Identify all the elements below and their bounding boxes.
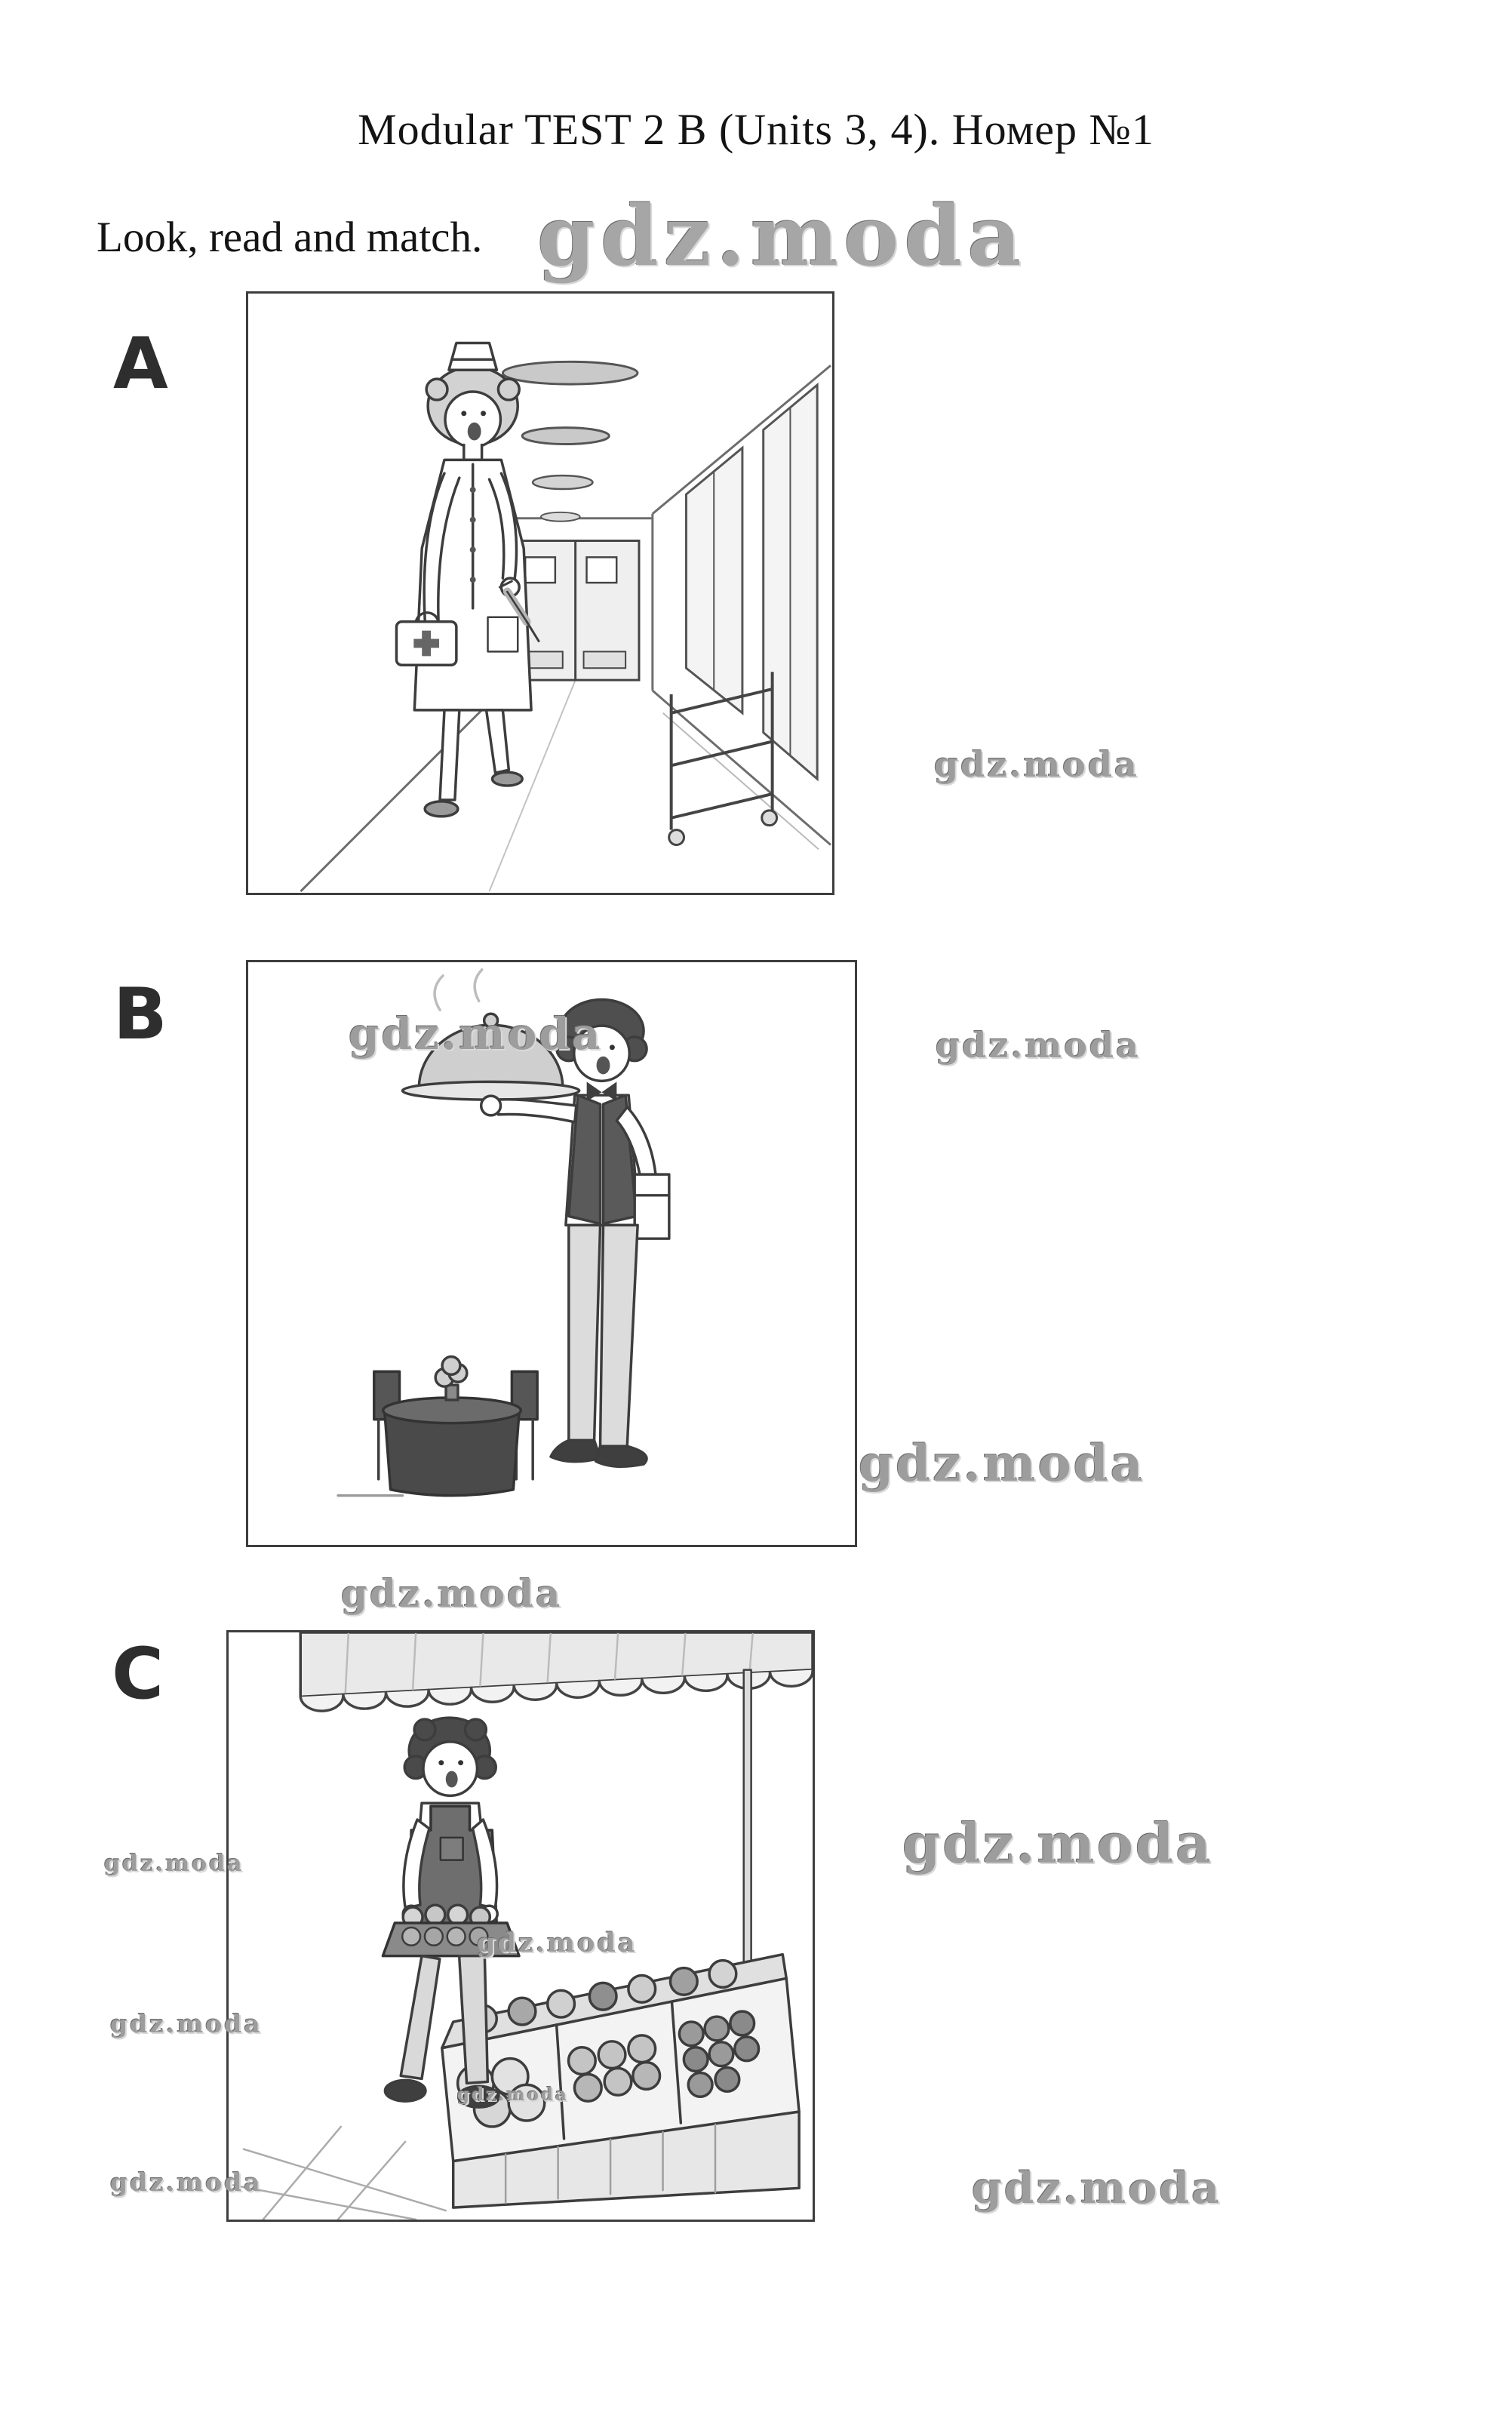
waiter-illustration bbox=[337, 968, 671, 1497]
watermark: gdz.moda bbox=[902, 1811, 1213, 1875]
picture-label-b: B bbox=[113, 974, 167, 1056]
picture-a-nurse bbox=[246, 291, 834, 895]
waiter-figure bbox=[479, 998, 671, 1468]
watermark: gdz.moda bbox=[110, 2009, 263, 2038]
watermark: gdz.moda bbox=[934, 744, 1139, 785]
flower-vase bbox=[444, 1383, 459, 1401]
page-title: Modular TEST 2 B (Units 3, 4). Номер №1 bbox=[358, 105, 1154, 154]
hospital-cart bbox=[668, 672, 779, 846]
picture-c-greengrocer bbox=[226, 1630, 815, 2222]
watermark: gdz.moda bbox=[341, 1571, 563, 1616]
watermark: gdz.moda bbox=[457, 2084, 569, 2105]
stall-awning bbox=[299, 1632, 813, 1712]
awning-pole bbox=[742, 1669, 752, 1978]
corridor-doors bbox=[510, 540, 641, 681]
ceiling-lights bbox=[501, 360, 639, 522]
nurse-illustration bbox=[300, 341, 831, 893]
covered-dish-tray bbox=[401, 1012, 581, 1101]
watermark: gdz.moda bbox=[349, 1008, 603, 1060]
steam-wisp bbox=[433, 974, 444, 1012]
fruit-stall bbox=[441, 1952, 801, 2209]
picture-b-waiter bbox=[246, 960, 857, 1547]
watermark: gdz.moda bbox=[859, 1434, 1145, 1493]
instruction-text: Look, read and match. bbox=[97, 214, 483, 261]
nurse-cap bbox=[447, 341, 499, 371]
nurse-figure bbox=[395, 341, 540, 818]
restaurant-table bbox=[381, 1355, 523, 1497]
corridor-windows bbox=[685, 382, 819, 782]
watermark: gdz.moda bbox=[936, 1025, 1141, 1066]
picture-label-a: A bbox=[113, 323, 168, 405]
waiter-towel bbox=[633, 1173, 671, 1240]
waiter-vest bbox=[567, 1094, 602, 1226]
watermark: gdz.moda bbox=[537, 187, 1027, 285]
watermark: gdz.moda bbox=[477, 1927, 638, 1958]
picture-label-c: C bbox=[112, 1633, 164, 1715]
greengrocer-figure bbox=[381, 1716, 521, 2109]
greengrocer-illustration bbox=[232, 1632, 813, 2220]
watermark: gdz.moda bbox=[110, 2167, 263, 2197]
watermark: gdz.moda bbox=[104, 1851, 244, 1877]
watermark: gdz.moda bbox=[972, 2163, 1222, 2214]
fruit-tray bbox=[381, 1903, 521, 1958]
bow-tie bbox=[586, 1081, 602, 1102]
tiled-floor bbox=[232, 2125, 447, 2220]
